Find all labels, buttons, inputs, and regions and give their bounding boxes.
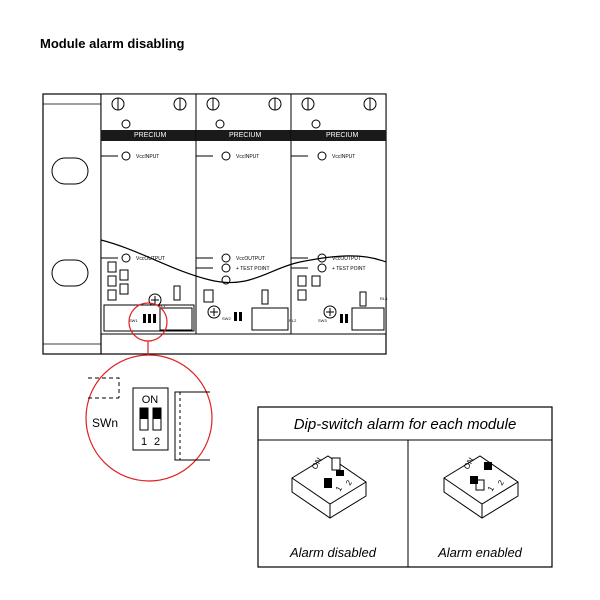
zoom-pin1: 1 [141, 436, 147, 448]
legend-box: ON 1 2 ON 1 2 [257, 406, 553, 568]
module-2 [195, 93, 292, 335]
module-3 [290, 93, 387, 335]
brand-text-2: PRECIUM [229, 132, 261, 139]
brand-bar-3 [291, 130, 386, 141]
dip-enabled-2: 2 [496, 478, 506, 487]
mounting-slot-top [51, 157, 89, 185]
vcc-input-3: VccINPUT [332, 154, 355, 160]
brand-bar-1 [101, 130, 196, 141]
dip-enabled-1: 1 [486, 484, 496, 493]
sw1-label: SW1 [129, 318, 138, 323]
zoom-pin2: 2 [154, 436, 160, 448]
test-point-2: + TEST POINT [236, 266, 270, 272]
zoom-callout: ON SWn 1 2 [85, 354, 213, 482]
vcc-output-1: VccOUTPUT [136, 256, 165, 262]
sw3-label: SW3 [318, 318, 327, 323]
sw2-label: SW2 [222, 316, 231, 321]
vcc-input-2: VccINPUT [236, 154, 259, 160]
brand-text-3: PRECIUM [326, 132, 358, 139]
brand-text-1: PRECIUM [134, 132, 166, 139]
dip-disabled-2: 2 [344, 478, 354, 487]
dip-disabled-1: 1 [334, 484, 344, 493]
module-1 [100, 93, 197, 335]
brand-bar-2 [196, 130, 291, 141]
legend-caption-enabled: Alarm enabled [438, 545, 522, 560]
zoom-on-label: ON [142, 394, 159, 406]
zoom-switch-label: SWn [92, 416, 118, 430]
test-point-3: + TEST POINT [332, 266, 366, 272]
dip-enabled-icon: ON 1 2 [443, 455, 519, 519]
vcc-output-2: VccOUTPUT [236, 256, 265, 262]
page-title: Module alarm disabling [40, 36, 185, 51]
cutaway-wave [100, 239, 387, 284]
legend-title: Dip-switch alarm for each module [293, 416, 517, 433]
zoom-dip-switch [132, 387, 169, 451]
rl2-label: RL2 [289, 318, 297, 323]
rl3-label: RL3 [380, 296, 388, 301]
vcc-input-1: VccINPUT [136, 154, 159, 160]
dip-disabled-icon: ON 1 2 [291, 455, 367, 519]
rl1-label: RL1 [158, 303, 166, 308]
legend-caption-disabled: Alarm disabled [290, 545, 376, 560]
vcc-output-3: VccOUTPUT [332, 256, 361, 262]
mounting-slot-bottom [51, 259, 89, 287]
